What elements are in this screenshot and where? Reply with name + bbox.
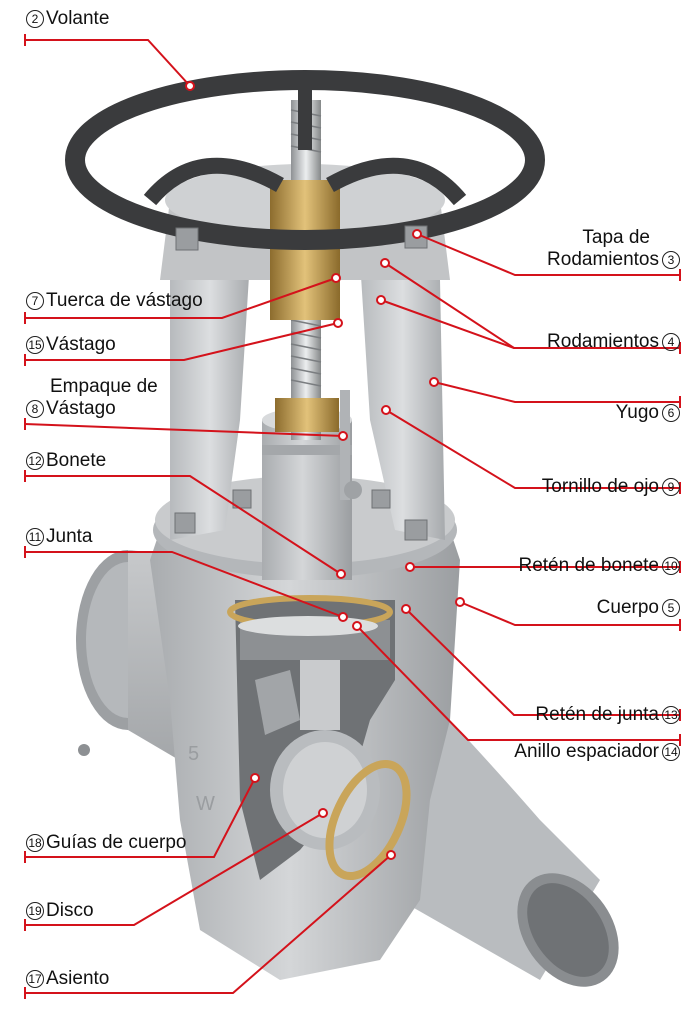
label-cuerpo: Cuerpo 5 [597, 597, 680, 618]
label-text: Guías de cuerpo [46, 832, 186, 853]
label-number: 6 [662, 404, 680, 422]
label-tuerca-de-vastago: 7 Tuerca de vástago [26, 290, 203, 311]
label-text: Cuerpo [597, 597, 659, 618]
label-text: Rodamientos [547, 249, 659, 270]
label-number: 3 [662, 251, 680, 269]
label-empaque-line1: Empaque de [50, 375, 158, 398]
label-text: Junta [46, 526, 92, 547]
label-disco: 19 Disco [26, 900, 94, 921]
label-text: Disco [46, 900, 94, 921]
label-number: 2 [26, 10, 44, 28]
label-text: Rodamientos [547, 331, 659, 352]
label-guias-de-cuerpo: 18 Guías de cuerpo [26, 832, 186, 853]
label-tapa-de-rodamientos: Rodamientos 3 [547, 249, 680, 270]
label-anillo-espaciador: Anillo espaciador 14 [514, 741, 680, 762]
label-junta: 11 Junta [26, 526, 92, 547]
label-vastago: 15 Vástago [26, 334, 116, 355]
label-text: Anillo espaciador [514, 741, 659, 762]
label-number: 19 [26, 902, 44, 920]
label-text: Tornillo de ojo [542, 476, 659, 497]
svg-text:W: W [196, 793, 215, 815]
label-volante: 2 Volante [26, 8, 109, 29]
label-tapa-line1: Tapa de [582, 226, 650, 249]
label-text: Retén de bonete [518, 555, 659, 576]
label-rodamientos: Rodamientos 4 [547, 331, 680, 352]
stem-packing [275, 398, 339, 432]
label-text: Retén de junta [535, 704, 659, 725]
label-text: Yugo [616, 402, 659, 423]
label-number: 9 [662, 478, 680, 496]
label-yugo: Yugo 6 [616, 402, 680, 423]
label-reten-de-junta: Retén de junta 13 [535, 704, 680, 725]
label-empaque-de-vastago: 8 Vástago [26, 398, 116, 419]
label-number: 12 [26, 452, 44, 470]
label-tornillo-de-ojo: Tornillo de ojo 9 [542, 476, 680, 497]
label-text: Vástago [46, 334, 116, 355]
label-number: 7 [26, 292, 44, 310]
label-number: 8 [26, 400, 44, 418]
label-reten-de-bonete: Retén de bonete 10 [518, 555, 680, 576]
label-text: Vástago [46, 398, 116, 419]
label-number: 10 [662, 557, 680, 575]
label-number: 14 [662, 743, 680, 761]
label-text: Volante [46, 8, 109, 29]
label-number: 11 [26, 528, 44, 546]
label-number: 18 [26, 834, 44, 852]
label-number: 15 [26, 336, 44, 354]
label-text: Bonete [46, 450, 106, 471]
svg-text:5: 5 [188, 743, 199, 765]
label-bonete: 12 Bonete [26, 450, 106, 471]
label-asiento: 17 Asiento [26, 968, 109, 989]
label-text: Tuerca de vástago [46, 290, 203, 311]
label-number: 5 [662, 599, 680, 617]
label-number: 13 [662, 706, 680, 724]
label-number: 4 [662, 333, 680, 351]
label-text: Asiento [46, 968, 109, 989]
label-number: 17 [26, 970, 44, 988]
